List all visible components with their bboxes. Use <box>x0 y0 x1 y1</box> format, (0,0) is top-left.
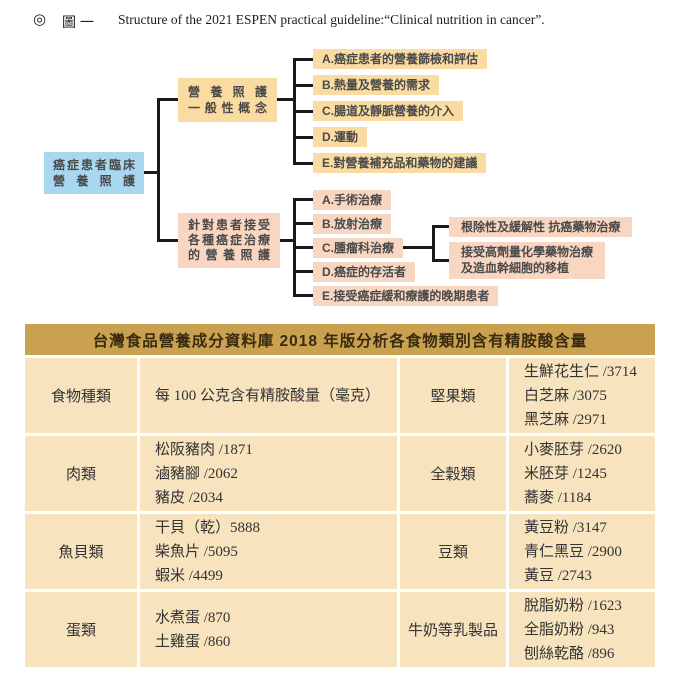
connector-line <box>293 222 321 225</box>
root-node: 癌症患者臨床 營養照護 <box>44 152 144 194</box>
food-item: 生鮮花生仁 /3714 <box>524 363 637 380</box>
branch1-child-node: B.熱量及營養的需求 <box>313 75 440 95</box>
connector-line <box>293 246 321 249</box>
food-item: 白芝麻 /3075 <box>524 387 607 404</box>
branch2-child-node: C.腫瘤科治療 <box>313 238 404 258</box>
branch2-child-node: E.接受癌症緩和療護的晚期患者 <box>313 286 499 306</box>
food-item: 滷豬腳 /2062 <box>155 465 238 482</box>
connector-line <box>157 239 187 242</box>
category-cell: 蛋類 <box>25 592 137 667</box>
items-cell: 水煮蛋 /870 土雞蛋 /860 <box>140 592 397 667</box>
food-item: 蕎麥 /1184 <box>524 489 592 506</box>
food-item: 全脂奶粉 /943 <box>524 621 615 638</box>
category-cell: 牛奶等乳製品 <box>400 592 506 667</box>
food-item: 米胚芽 /1245 <box>524 465 607 482</box>
branch2-parent-line: 的營養照護 <box>188 248 270 262</box>
branch1-child-node: D.運動 <box>313 127 368 147</box>
food-item: 水煮蛋 /870 <box>155 609 231 626</box>
connector-line <box>157 98 160 242</box>
branch2-child-node: B.放射治療 <box>313 214 392 234</box>
food-item: 小麥胚芽 /2620 <box>524 441 622 458</box>
food-item: 蝦米 /4499 <box>155 567 223 584</box>
connector-line <box>400 246 435 249</box>
items-cell: 脫脂奶粉 /1623 全脂奶粉 /943 刨絲乾酪 /896 <box>509 592 655 667</box>
food-item: 黃豆 /2743 <box>524 567 592 584</box>
connector-line <box>268 98 296 101</box>
branch2-sub-child-node: 根除性及緩解性 抗癌藥物治療 <box>449 217 633 237</box>
branch2-parent-line: 各種癌症治療 <box>188 233 270 247</box>
connector-line <box>293 198 321 201</box>
items-cell: 小麥胚芽 /2620 米胚芽 /1245 蕎麥 /1184 <box>509 436 655 511</box>
branch2-sub-child-line: 及造血幹細胞的移植 <box>461 260 570 275</box>
category-cell: 全穀類 <box>400 436 506 511</box>
connector-line <box>432 225 454 228</box>
food-item: 黃豆粉 /3147 <box>524 519 607 536</box>
table-body: 食物種類 每 100 公克含有精胺酸量（毫克） 堅果類 生鮮花生仁 /3714 … <box>25 358 655 667</box>
items-cell: 松阪豬肉 /1871 滷豬腳 /2062 豬皮 /2034 <box>140 436 397 511</box>
food-item: 黑芝麻 /2971 <box>524 411 607 428</box>
connector-line <box>130 171 158 174</box>
branch1-child-node: C.腸道及靜脈營養的介入 <box>313 101 464 121</box>
branch1-parent-line: 一般性概念 <box>188 101 267 115</box>
connector-line <box>293 136 321 139</box>
category-cell: 肉類 <box>25 436 137 511</box>
branch1-parent-node: 營養照護 一般性概念 <box>178 78 277 122</box>
branch1-child-node: E.對營養補充品和藥物的建議 <box>313 153 487 173</box>
root-node-line: 癌症患者臨床 <box>53 158 135 172</box>
nutrition-table: 台灣食品營養成分資料庫 2018 年版分析各食物類別含有精胺酸含量 食物種類 每… <box>25 324 655 667</box>
category-cell: 豆類 <box>400 514 506 589</box>
category-cell: 魚貝類 <box>25 514 137 589</box>
table-title: 台灣食品營養成分資料庫 2018 年版分析各食物類別含有精胺酸含量 <box>25 324 655 355</box>
connector-line <box>293 270 321 273</box>
branch1-parent-line: 營養照護 <box>188 85 267 99</box>
food-item: 青仁黑豆 /2900 <box>524 543 622 560</box>
figure-caption: Structure of the 2021 ESPEN practical gu… <box>118 12 545 27</box>
connector-line <box>432 259 454 262</box>
food-item: 脫脂奶粉 /1623 <box>524 597 622 614</box>
connector-line <box>293 162 321 165</box>
category-cell: 堅果類 <box>400 358 506 433</box>
connector-line <box>157 98 187 101</box>
branch2-child-node: A.手術治療 <box>313 190 392 210</box>
items-cell: 干貝（乾）5888 柴魚片 /5095 蝦米 /4499 <box>140 514 397 589</box>
caption-bullet-icon: ◎ <box>33 12 47 28</box>
connector-line <box>293 294 321 297</box>
branch2-sub-child-line: 接受高劑量化學藥物治療 <box>461 245 594 259</box>
food-item: 柴魚片 /5095 <box>155 543 238 560</box>
root-node-line: 營養照護 <box>53 174 135 188</box>
food-item: 刨絲乾酪 /896 <box>524 645 615 662</box>
items-cell: 生鮮花生仁 /3714 白芝麻 /3075 黑芝麻 /2971 <box>509 358 655 433</box>
items-cell: 每 100 公克含有精胺酸量（毫克） <box>140 358 397 433</box>
food-item: 干貝（乾）5888 <box>155 519 261 536</box>
food-item: 每 100 公克含有精胺酸量（毫克） <box>155 387 381 404</box>
connector-line <box>293 58 321 61</box>
category-cell: 食物種類 <box>25 358 137 433</box>
figure-label: 圖一 <box>62 16 98 31</box>
connector-line <box>432 225 435 262</box>
items-cell: 黃豆粉 /3147 青仁黑豆 /2900 黃豆 /2743 <box>509 514 655 589</box>
connector-line <box>270 239 296 242</box>
branch2-parent-line: 針對患者接受 <box>188 218 270 232</box>
food-item: 豬皮 /2034 <box>155 489 223 506</box>
branch2-child-node: D.癌症的存活者 <box>313 262 416 282</box>
connector-line <box>293 84 321 87</box>
connector-line <box>293 110 321 113</box>
branch2-sub-child-node: 接受高劑量化學藥物治療 及造血幹細胞的移植 <box>449 242 606 279</box>
food-item: 土雞蛋 /860 <box>155 633 231 650</box>
branch1-child-node: A.癌症患者的營養篩檢和評估 <box>313 49 488 69</box>
food-item: 松阪豬肉 /1871 <box>155 441 253 458</box>
branch2-parent-node: 針對患者接受 各種癌症治療 的營養照護 <box>178 213 280 268</box>
